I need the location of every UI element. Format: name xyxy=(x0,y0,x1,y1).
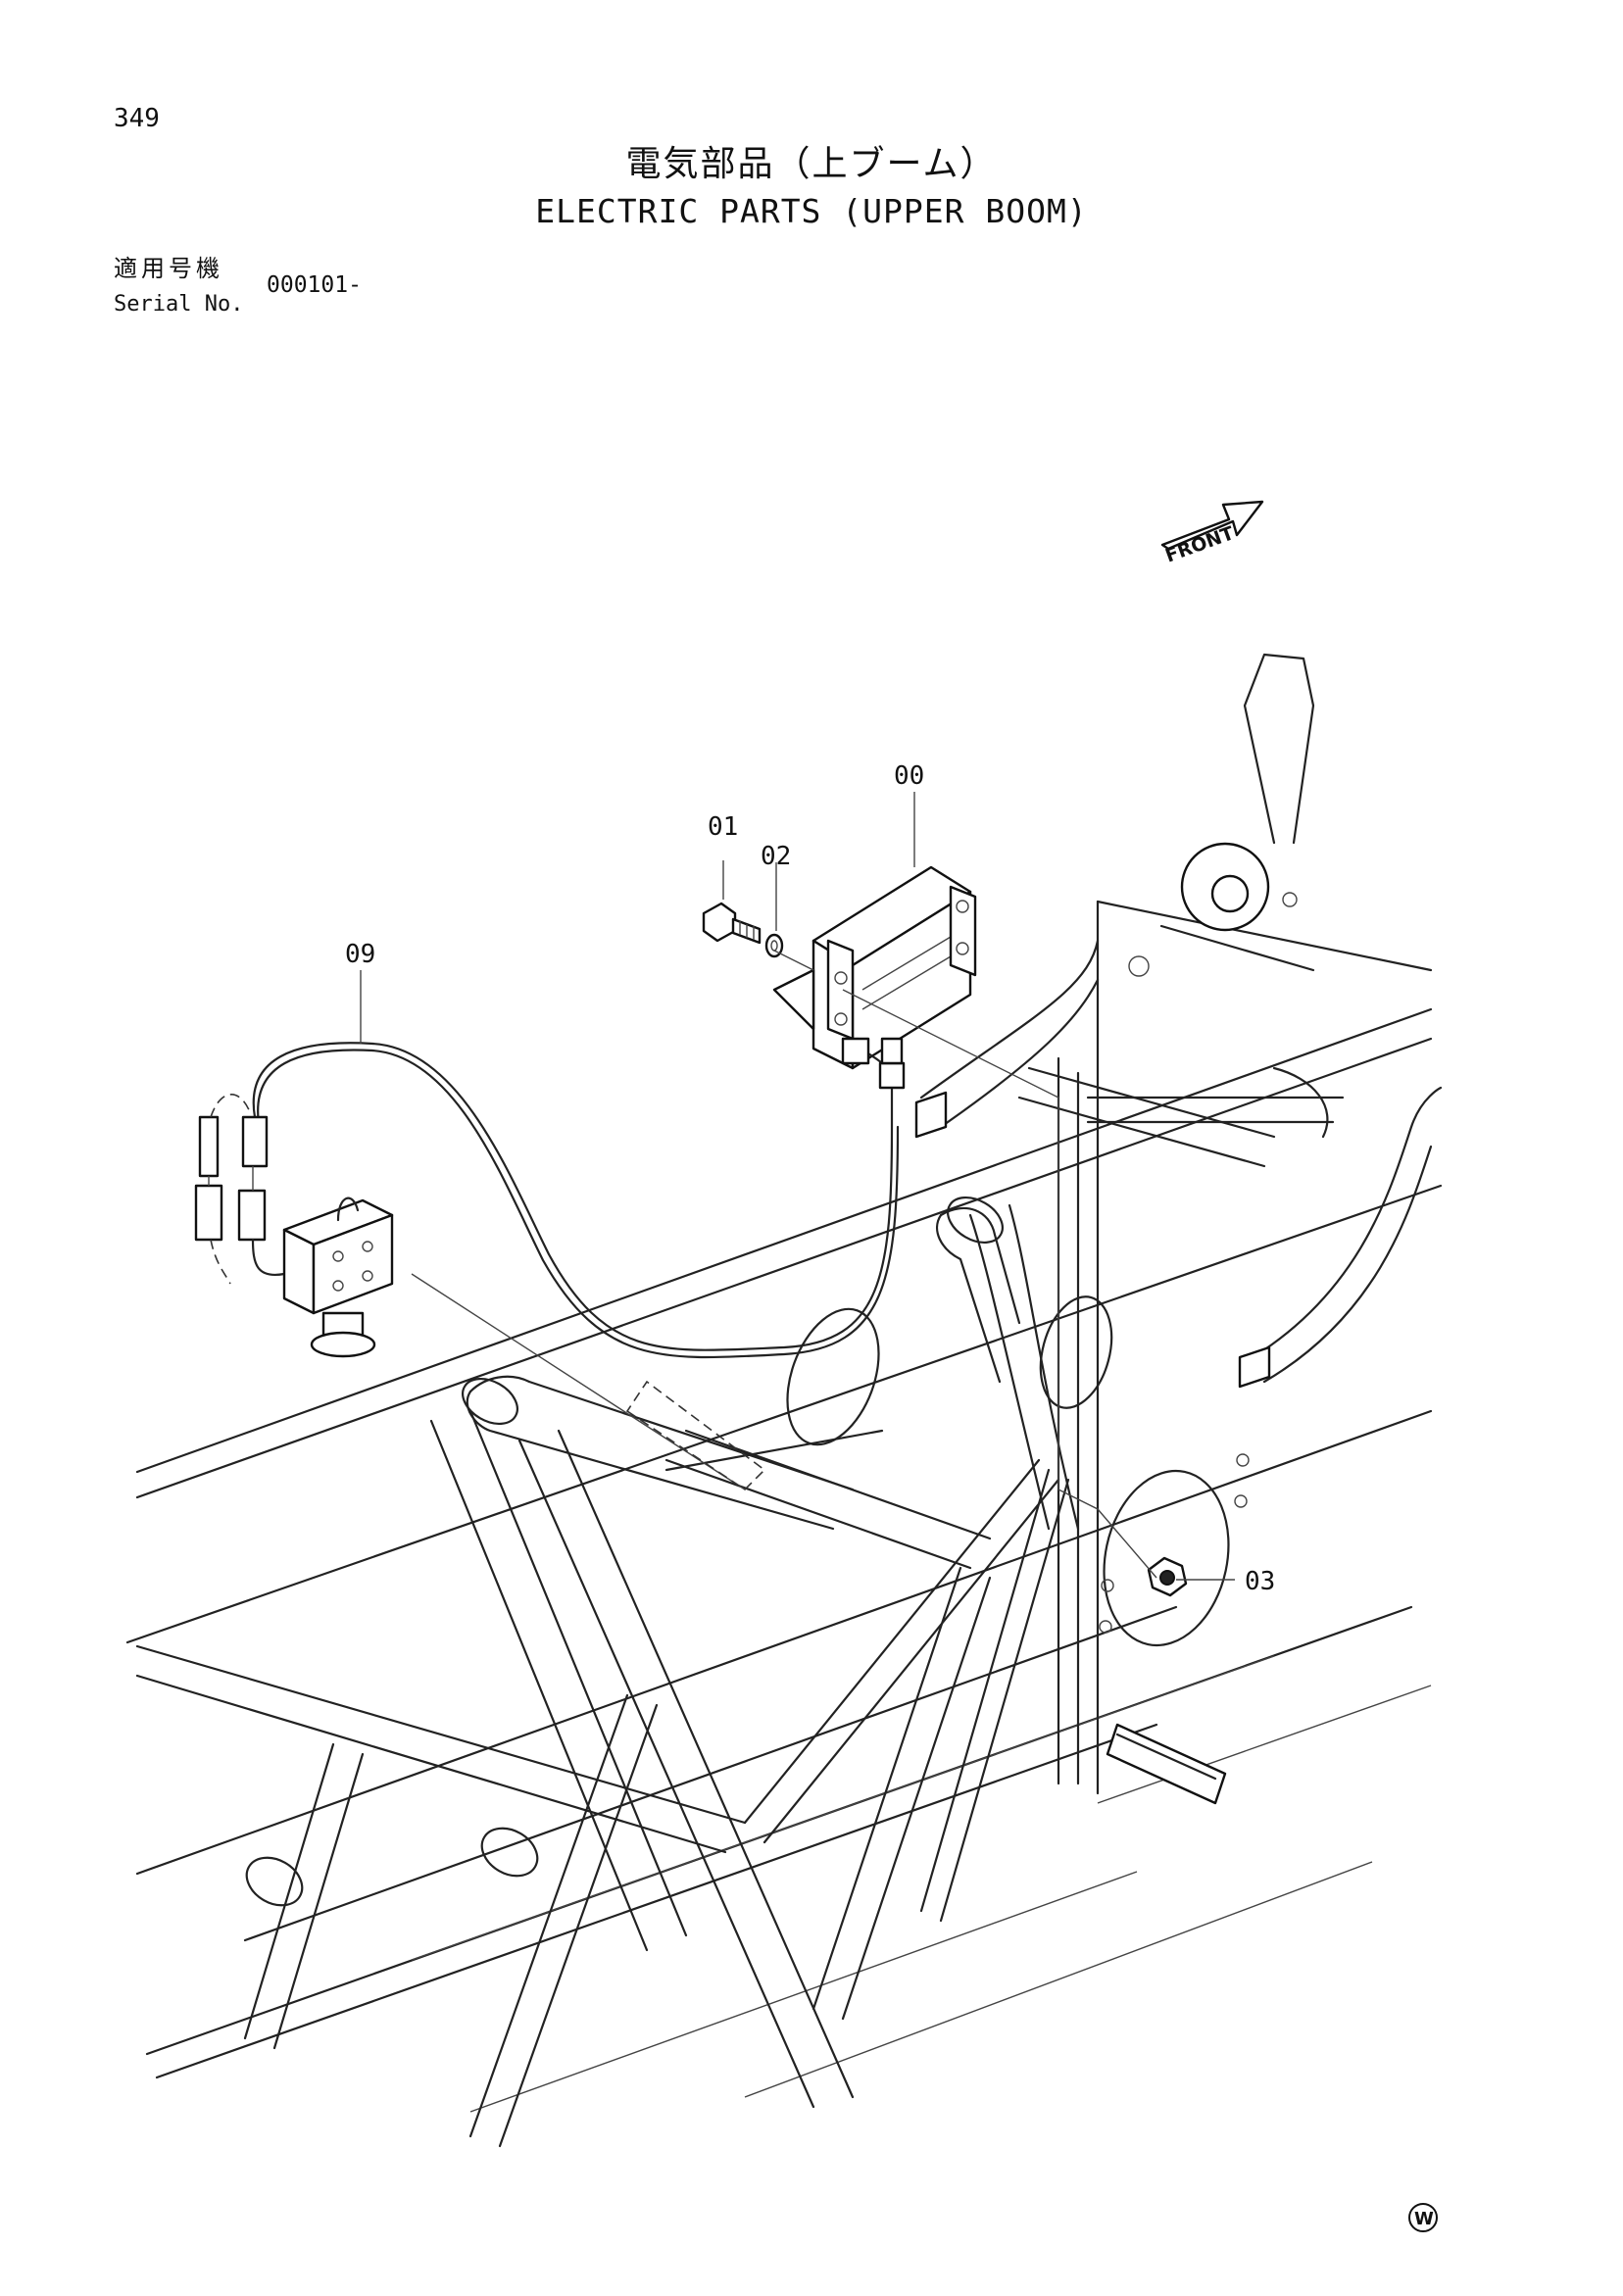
front-arrow-label: FRONT xyxy=(1162,522,1237,567)
part-01-bolt xyxy=(702,902,762,945)
page-title-japanese: 電気部品（上ブーム） xyxy=(625,144,998,184)
circled-w-icon xyxy=(1408,2203,1438,2232)
serial-label-english: Serial No. xyxy=(114,292,244,317)
callout-02: 02 xyxy=(761,842,791,871)
serial-number-value: 000101- xyxy=(267,272,362,298)
front-arrow-icon: FRONT xyxy=(1160,500,1264,567)
page-title-english: ELECTRIC PARTS (UPPER BOOM) xyxy=(535,192,1088,230)
part-00-housing xyxy=(772,865,977,1070)
footer-mark: W xyxy=(1408,2203,1438,2232)
part-02-washer xyxy=(764,933,784,958)
part-09-harness xyxy=(194,1037,906,1359)
upper-boom-frame xyxy=(125,653,1443,2148)
callout-labels: 00 01 02 03 09 xyxy=(345,761,1275,1596)
callout-00: 00 xyxy=(894,761,924,791)
callout-01: 01 xyxy=(708,812,738,842)
page-number: 349 xyxy=(114,104,160,133)
serial-label-japanese: 適用号機 xyxy=(114,255,223,282)
footer-mark-letter: W xyxy=(1414,2209,1434,2229)
assembly-guide-lines xyxy=(360,792,1235,1581)
part-03-nut xyxy=(1147,1556,1188,1597)
callout-09: 09 xyxy=(345,940,375,969)
callout-03: 03 xyxy=(1245,1567,1275,1596)
